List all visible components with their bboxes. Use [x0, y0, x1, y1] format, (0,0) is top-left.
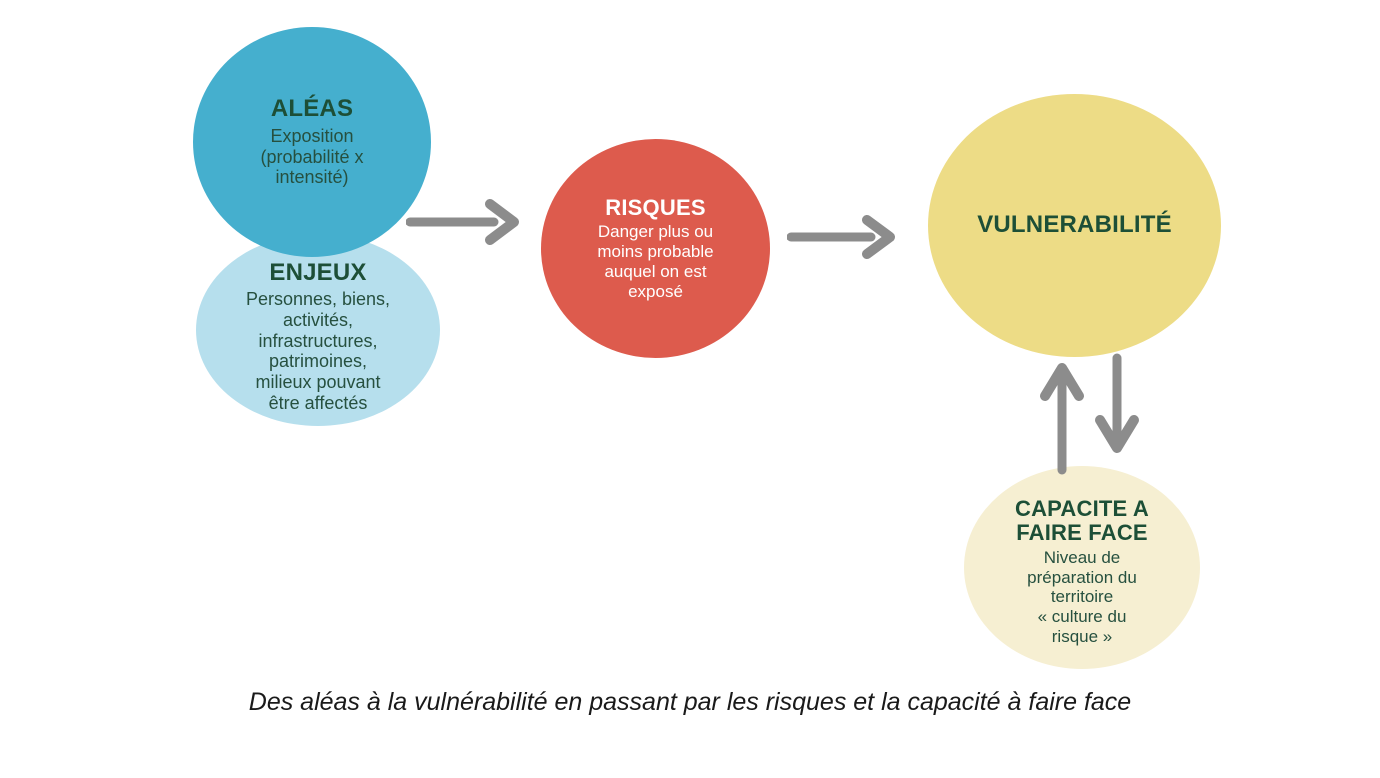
node-vulnerabilite-title: VULNERABILITÉ	[977, 211, 1172, 239]
node-enjeux-subtitle: Personnes, biens, activités, infrastruct…	[245, 288, 391, 414]
arrow-down-icon-vulnerabilite-to-capacite	[1092, 352, 1148, 456]
node-capacite[interactable]: CAPACITE A FAIRE FACE Niveau de préparat…	[964, 466, 1200, 669]
node-enjeux[interactable]: ENJEUX Personnes, biens, activités, infr…	[196, 234, 440, 426]
arrow-right-icon-risques-to-vulnerabilite	[786, 214, 897, 260]
node-enjeux-title: ENJEUX	[269, 258, 367, 286]
node-capacite-subtitle: Niveau de préparation du territoire « cu…	[1027, 547, 1137, 646]
node-vulnerabilite[interactable]: VULNERABILITÉ	[928, 94, 1221, 357]
arrow-up-icon-capacite-to-vulnerabilite	[1036, 358, 1092, 476]
node-aleas[interactable]: ALÉAS Exposition (probabilité x intensit…	[193, 27, 431, 257]
diagram-caption: Des aléas à la vulnérabilité en passant …	[248, 688, 1132, 716]
node-risques-title: RISQUES	[605, 194, 706, 220]
node-risques[interactable]: RISQUES Danger plus ou moins probable au…	[541, 139, 770, 358]
node-capacite-title: CAPACITE A FAIRE FACE	[1015, 495, 1149, 546]
node-aleas-subtitle: Exposition (probabilité x intensité)	[260, 125, 364, 188]
arrow-right-icon-aleas-to-risques	[405, 198, 522, 246]
node-risques-subtitle: Danger plus ou moins probable auquel on …	[597, 222, 714, 301]
node-aleas-title: ALÉAS	[270, 94, 354, 122]
